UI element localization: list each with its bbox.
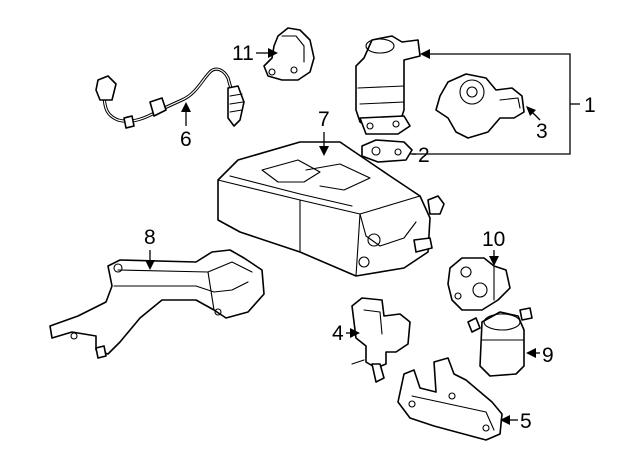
callout-8-label: 8 (144, 226, 156, 249)
part-5-lower-bracket[interactable] (397, 357, 503, 441)
callout-2: 2 (412, 144, 430, 167)
callout-11-label: 11 (232, 42, 254, 65)
callout-5: 5 (500, 410, 532, 433)
part-11-bracket[interactable] (263, 27, 315, 81)
callout-1: 1 (410, 49, 596, 155)
callout-4: 4 (332, 322, 360, 345)
callout-7-label: 7 (318, 108, 330, 131)
part-8-mounting-bracket[interactable] (49, 249, 265, 359)
part-10-solenoid-valve[interactable] (447, 257, 511, 311)
callout-7: 7 (318, 108, 330, 156)
callout-10-label: 10 (482, 228, 505, 251)
callout-9-label: 9 (542, 344, 554, 367)
part-6-sensor-harness[interactable] (95, 67, 245, 129)
callout-3: 3 (526, 106, 548, 143)
callout-6: 6 (180, 102, 192, 151)
callout-5-label: 5 (520, 410, 532, 433)
part-1-egr-valve[interactable] (355, 35, 421, 135)
callout-10: 10 (482, 228, 505, 266)
callout-11: 11 (232, 42, 278, 65)
callout-8: 8 (144, 226, 156, 270)
part-4-sensor[interactable] (351, 297, 411, 383)
part-9-purge-valve[interactable] (467, 307, 533, 377)
callout-6-label: 6 (180, 128, 192, 151)
part-2-gasket[interactable] (361, 139, 413, 163)
callout-1-label: 1 (584, 94, 596, 117)
callout-2-label: 2 (418, 144, 430, 167)
part-3-control-valve[interactable] (435, 73, 525, 139)
callout-4-label: 4 (332, 322, 344, 345)
callout-9: 9 (526, 344, 554, 367)
callout-3-label: 3 (536, 120, 548, 143)
part-7-canister[interactable] (217, 141, 445, 277)
